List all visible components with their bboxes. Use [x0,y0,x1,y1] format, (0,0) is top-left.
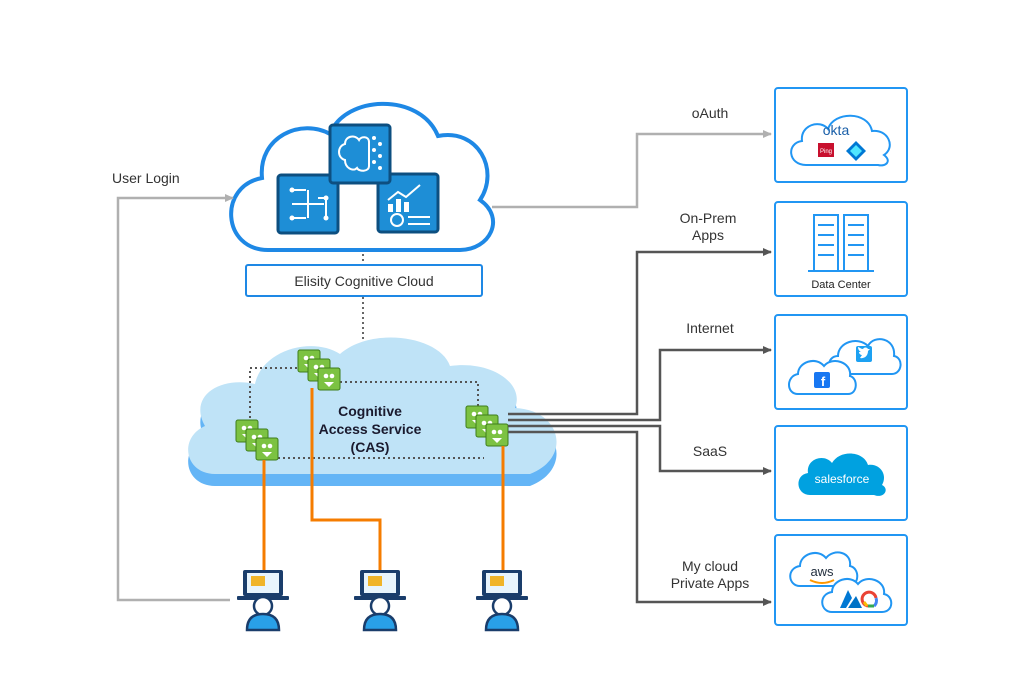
elisity-cognitive-cloud-box: Elisity Cognitive Cloud [245,264,483,297]
edge-saas [508,424,772,475]
onprem-label-line1: On-Prem [679,210,737,226]
cas-cloud-icon [188,337,557,486]
mycloud-label-line1: My cloud [681,558,739,574]
onprem-label-line2: Apps [692,227,724,243]
salesforce-logo-text: salesforce [815,472,870,486]
user-device-icon [235,568,291,632]
private-cloud-box: aws [774,534,908,626]
identity-provider-box: okta Ping [774,87,908,183]
azure-ad-icon [846,141,866,161]
elisity-cloud-icon [229,102,495,252]
ping-logo-text: Ping [820,149,832,155]
twitter-icon [856,346,872,362]
onprem-label: On-Prem Apps [668,210,748,244]
user-device-icon [352,568,408,632]
ai-brain-tile-icon [328,123,392,185]
saas-box: salesforce [774,425,908,521]
edge-user-login [116,194,234,602]
cas-label: Cognitive Access Service (CAS) [300,402,440,456]
internet-services-box: f [774,314,908,410]
edge-mycloud [508,430,772,606]
cas-label-line2: Access Service (CAS) [318,421,422,455]
facebook-icon: f [814,372,830,389]
data-center-caption: Data Center [811,279,871,291]
oauth-label: oAuth [691,105,729,121]
salesforce-cloud-icon: salesforce [798,453,886,496]
user-login-label: User Login [112,170,180,186]
internet-label: Internet [686,320,734,336]
mycloud-label-line2: Private Apps [670,575,750,591]
okta-logo: okta [823,122,850,138]
circuit-tile-icon [276,173,340,235]
google-cloud-icon [860,590,878,608]
data-center-box: Data Center [774,201,908,297]
server-rack-icon [808,214,874,272]
cas-label-line1: Cognitive [338,403,402,419]
analytics-tile-icon [376,172,440,234]
ping-logo-icon: Ping [818,143,834,157]
edge-oauth [492,130,772,209]
aws-logo: aws [809,564,835,584]
identity-cloud-icon [790,114,891,167]
mycloud-label: My cloud Private Apps [660,558,760,592]
facebook-logo-text: f [821,374,826,389]
user-links [262,388,505,570]
edge-internet [508,346,772,422]
azure-icon [840,590,862,608]
saas-label: SaaS [692,443,728,459]
aws-logo-text: aws [810,564,834,579]
edge-onprem [508,248,772,416]
user-device-icon [474,568,530,632]
cloud-name-label: Elisity Cognitive Cloud [294,272,434,289]
